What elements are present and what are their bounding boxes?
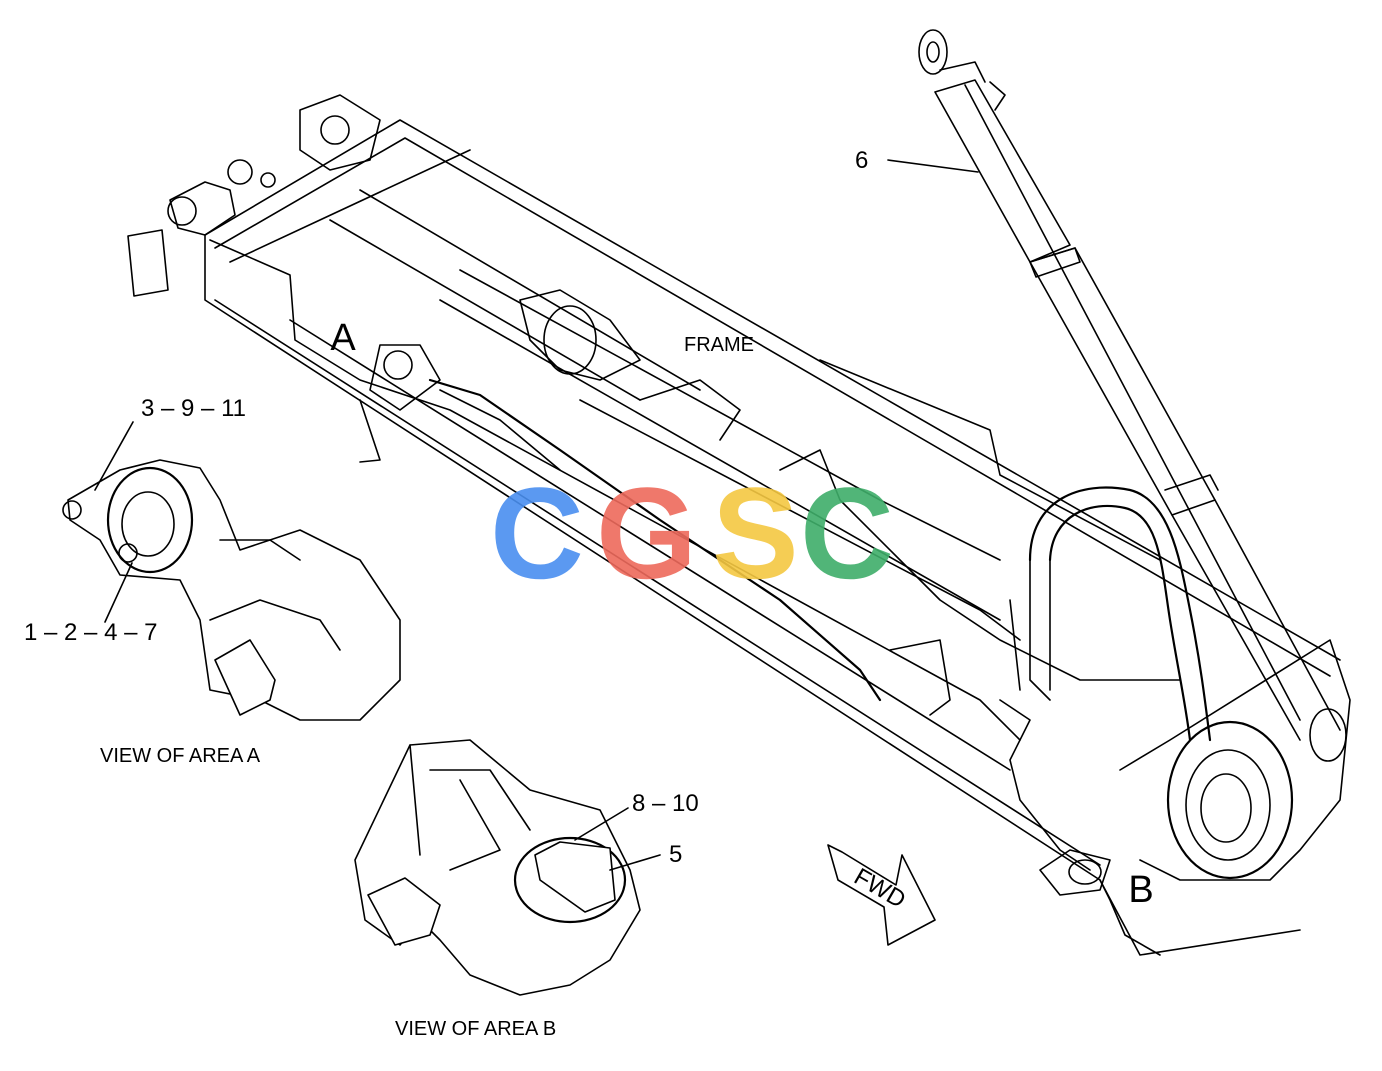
lift-cylinder-drawing — [918, 29, 1341, 741]
leader-lines — [94, 159, 979, 871]
watermark-letter-s: S — [712, 460, 799, 606]
view-area-b-drawing — [354, 739, 641, 996]
callout-8-10: 8 – 10 — [632, 790, 699, 817]
view-area-a-drawing — [62, 459, 401, 721]
watermark-letter-c2: C — [800, 460, 894, 606]
callout-5: 5 — [669, 841, 682, 868]
cgsc-watermark: C G S C — [490, 460, 894, 606]
caption-view-area-b: VIEW OF AREA B — [395, 1018, 556, 1040]
watermark-letter-c1: C — [490, 460, 584, 606]
area-a-label: A — [330, 317, 356, 359]
main-frame-drawing — [127, 94, 1351, 956]
callout-3-9-11: 3 – 9 – 11 — [141, 395, 246, 422]
area-b-label: B — [1128, 869, 1153, 911]
callout-1-2-4-7: 1 – 2 – 4 – 7 — [24, 619, 157, 646]
callout-6: 6 — [855, 147, 868, 174]
caption-view-area-a: VIEW OF AREA A — [100, 745, 261, 767]
frame-label: FRAME — [684, 334, 754, 356]
watermark-letter-g: G — [596, 460, 697, 606]
fwd-arrow: FWD — [827, 844, 936, 946]
